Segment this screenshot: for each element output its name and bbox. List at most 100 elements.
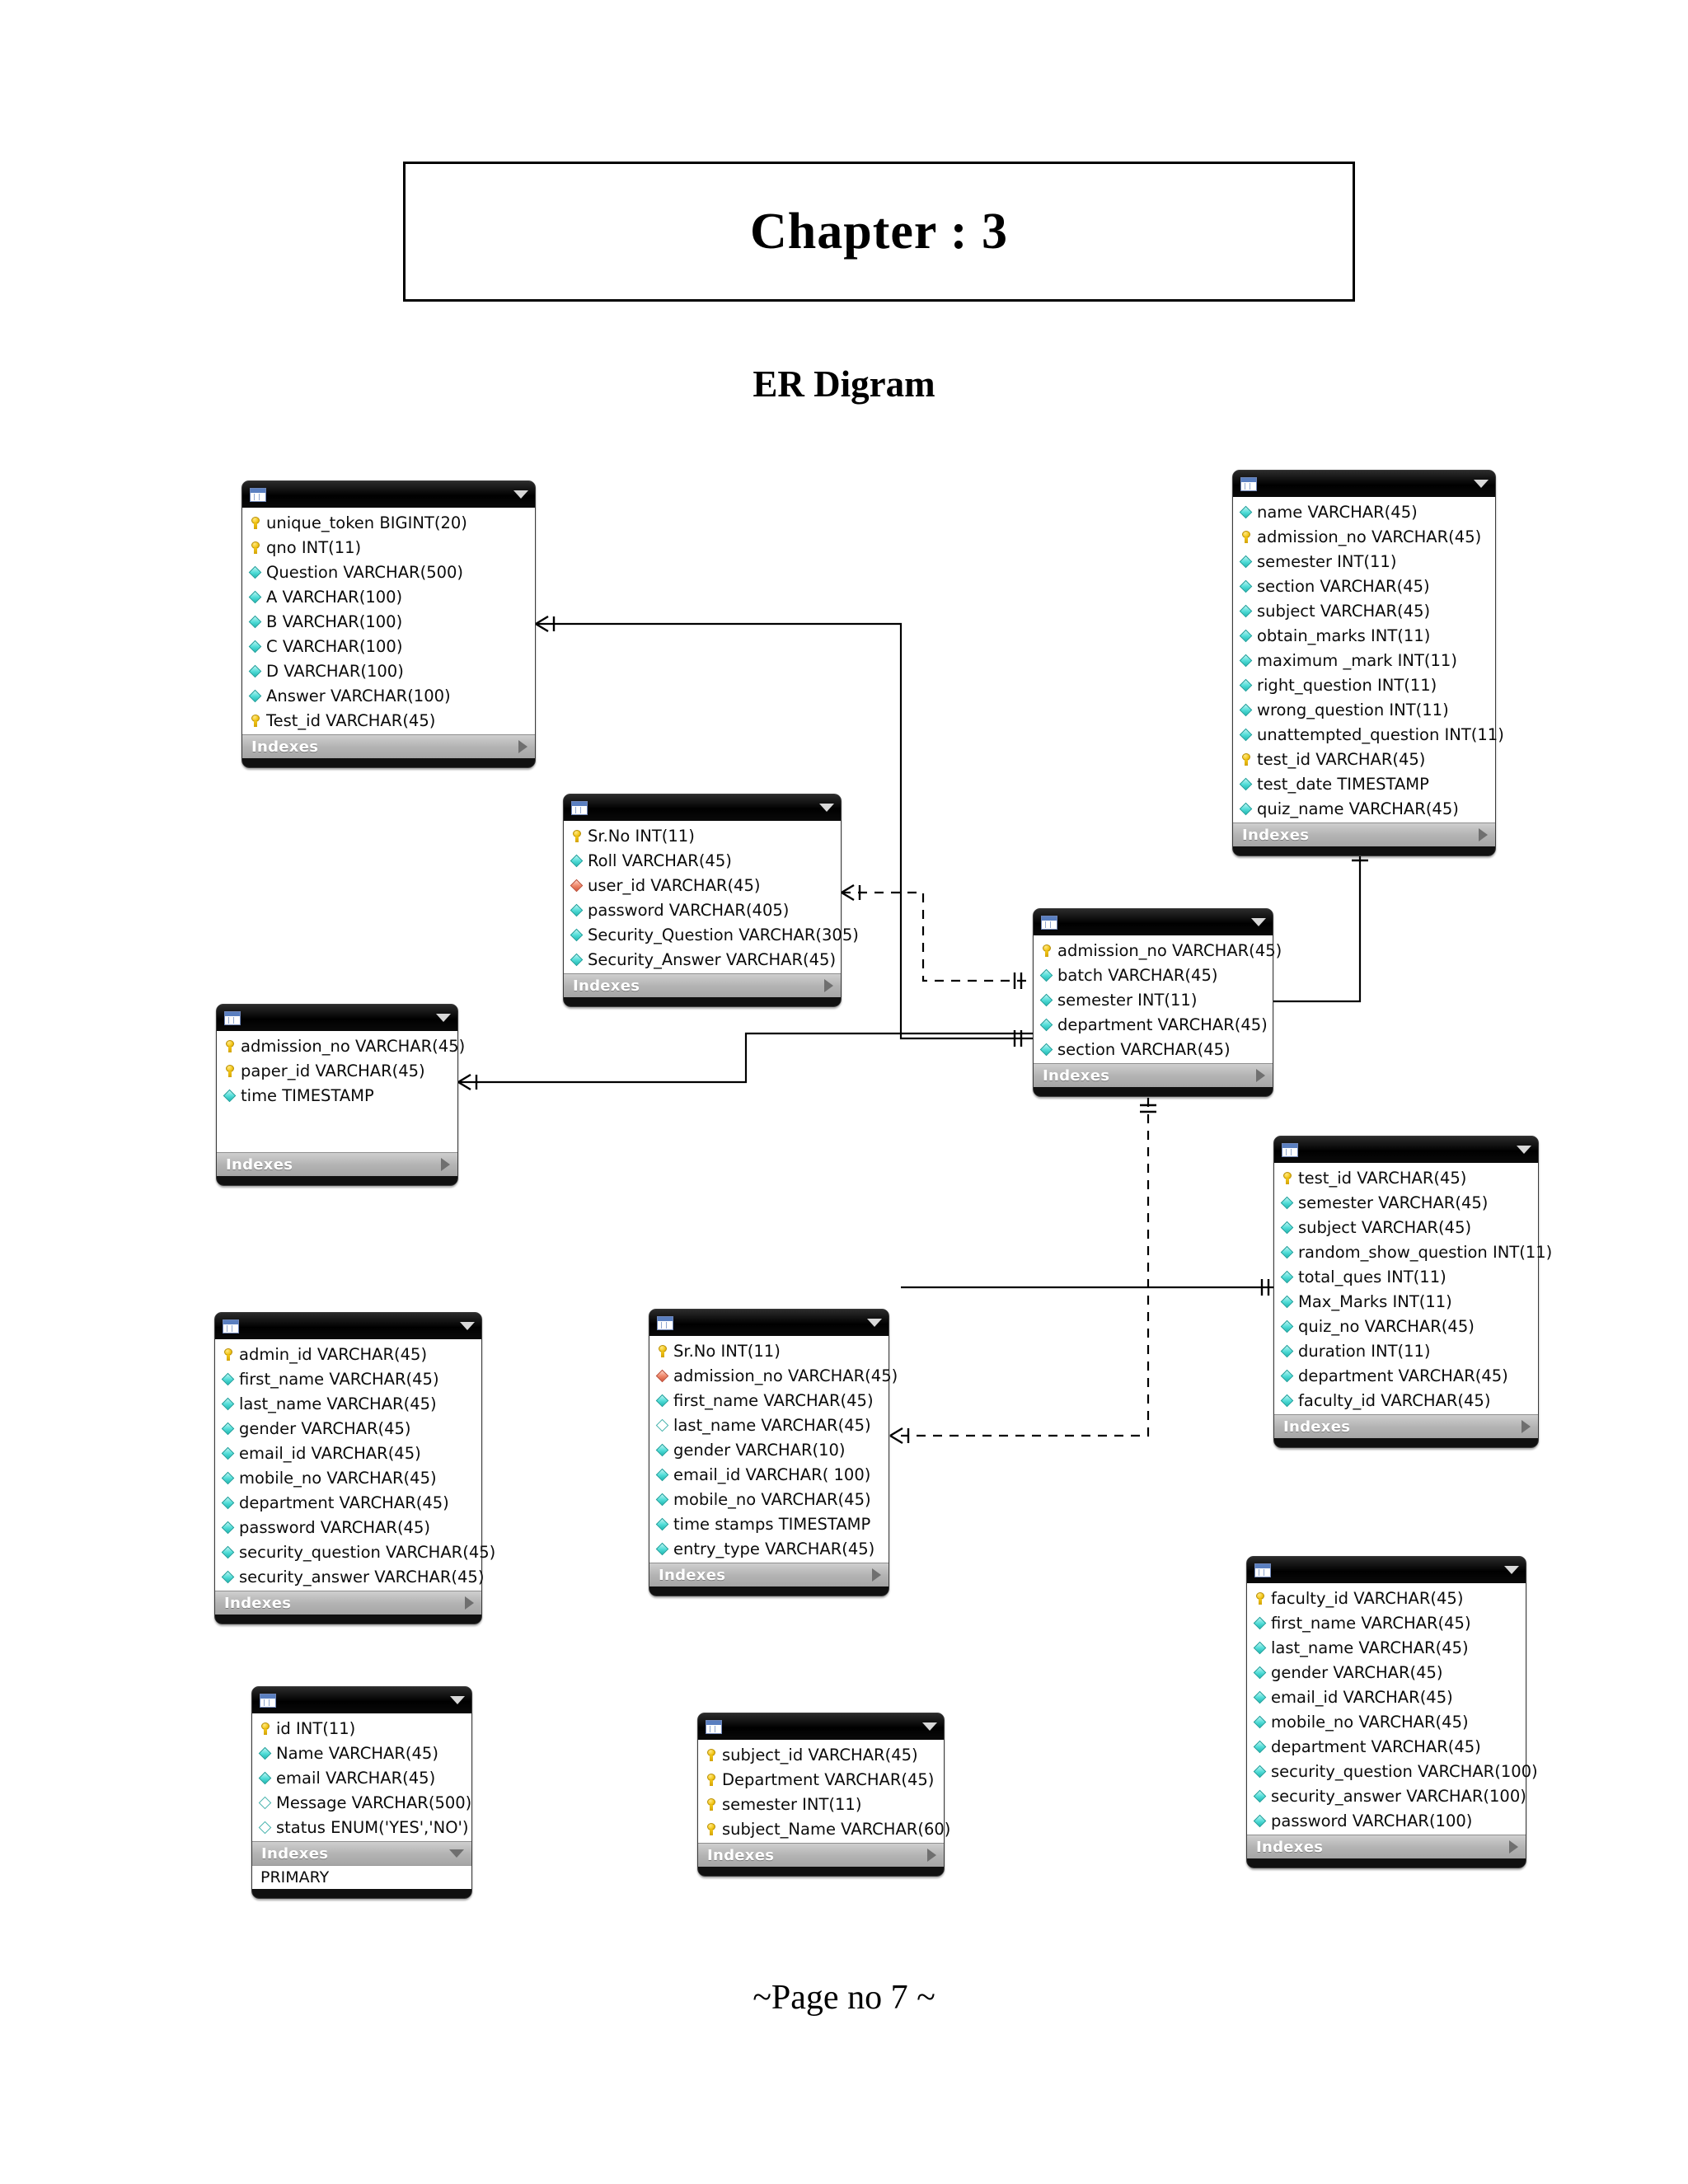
indexes-bar-subject[interactable]: Indexes <box>698 1843 944 1867</box>
chevron-right-icon[interactable] <box>824 979 833 992</box>
column-row[interactable]: user_id VARCHAR(45) <box>564 873 841 898</box>
table-card-class[interactable]: admission_no VARCHAR(45)batch VARCHAR(45… <box>1033 908 1282 1097</box>
column-row[interactable]: time stamps TIMESTAMP <box>649 1511 889 1536</box>
column-row[interactable]: Max_Marks INT(11) <box>1274 1289 1538 1314</box>
chevron-down-icon[interactable] <box>513 490 528 499</box>
column-row[interactable]: unique_token BIGINT(20) <box>242 510 535 535</box>
table-header-class[interactable] <box>1034 909 1273 935</box>
chevron-down-icon[interactable] <box>1517 1146 1531 1154</box>
column-row[interactable]: password VARCHAR(100) <box>1247 1808 1526 1833</box>
column-row[interactable]: first_name VARCHAR(45) <box>649 1388 889 1413</box>
column-row[interactable]: email_id VARCHAR(45) <box>215 1441 481 1465</box>
column-row[interactable]: last_name VARCHAR(45) <box>215 1391 481 1416</box>
table-card-subject[interactable]: subject_id VARCHAR(45)Department VARCHAR… <box>697 1713 950 1877</box>
column-row[interactable]: department VARCHAR(45) <box>1247 1734 1526 1759</box>
column-row[interactable]: test_id VARCHAR(45) <box>1233 747 1495 771</box>
chevron-right-icon[interactable] <box>1479 828 1488 841</box>
column-row[interactable]: quiz_no VARCHAR(45) <box>1274 1314 1538 1338</box>
column-row[interactable]: test_date TIMESTAMP <box>1233 771 1495 796</box>
column-row[interactable]: security_question VARCHAR(100) <box>1247 1759 1538 1783</box>
column-row[interactable]: paper_id VARCHAR(45) <box>217 1058 457 1083</box>
indexes-bar-contact[interactable]: Indexes <box>252 1841 471 1865</box>
column-row[interactable]: admission_no VARCHAR(45) <box>1233 524 1495 549</box>
table-header-contact[interactable] <box>252 1687 471 1713</box>
table-card-contact[interactable]: id INT(11)Name VARCHAR(45)email VARCHAR(… <box>251 1686 472 1899</box>
indexes-bar-paper[interactable]: Indexes <box>217 1152 457 1176</box>
column-row[interactable]: department VARCHAR(45) <box>1034 1012 1273 1037</box>
column-row[interactable]: subject VARCHAR(45) <box>1274 1215 1538 1240</box>
column-row[interactable]: Answer VARCHAR(100) <box>242 683 535 708</box>
chevron-down-icon[interactable] <box>922 1722 937 1731</box>
column-row[interactable]: wrong_question INT(11) <box>1233 697 1495 722</box>
indexes-bar-class[interactable]: Indexes <box>1034 1063 1273 1087</box>
column-row[interactable]: semester INT(11) <box>698 1792 944 1816</box>
column-row[interactable]: duration INT(11) <box>1274 1338 1538 1363</box>
indexes-bar-student[interactable]: Indexes <box>649 1563 889 1586</box>
column-row[interactable]: department VARCHAR(45) <box>215 1490 481 1515</box>
column-row[interactable]: semester INT(11) <box>1034 987 1273 1012</box>
column-row[interactable]: section VARCHAR(45) <box>1233 574 1495 598</box>
column-row[interactable]: Department VARCHAR(45) <box>698 1767 944 1792</box>
table-card-admin[interactable]: admin_id VARCHAR(45)first_name VARCHAR(4… <box>214 1312 495 1624</box>
column-row[interactable]: Message VARCHAR(500) <box>252 1790 471 1815</box>
column-row[interactable]: last_name VARCHAR(45) <box>649 1413 889 1437</box>
chevron-right-icon[interactable] <box>465 1596 474 1610</box>
indexes-bar-admin[interactable]: Indexes <box>215 1591 481 1615</box>
indexes-bar-result[interactable]: Indexes <box>1233 823 1495 846</box>
column-row[interactable]: maximum _mark INT(11) <box>1233 648 1495 673</box>
column-row[interactable]: A VARCHAR(100) <box>242 584 535 609</box>
column-row[interactable]: batch VARCHAR(45) <box>1034 963 1273 987</box>
column-row[interactable]: Security_Question VARCHAR(305) <box>564 922 859 947</box>
column-row[interactable]: section VARCHAR(45) <box>1034 1037 1273 1062</box>
column-row[interactable]: email VARCHAR(45) <box>252 1765 471 1790</box>
column-row[interactable]: mobile_no VARCHAR(45) <box>215 1465 481 1490</box>
column-row[interactable]: id INT(11) <box>252 1716 471 1741</box>
column-row[interactable]: gender VARCHAR(45) <box>215 1416 481 1441</box>
indexes-bar-question[interactable]: Indexes <box>242 734 535 758</box>
column-row[interactable]: mobile_no VARCHAR(45) <box>1247 1709 1526 1734</box>
column-row[interactable]: mobile_no VARCHAR(45) <box>649 1487 889 1511</box>
column-row[interactable]: last_name VARCHAR(45) <box>1247 1635 1526 1660</box>
table-card-result[interactable]: name VARCHAR(45)admission_no VARCHAR(45)… <box>1232 470 1504 856</box>
column-row[interactable]: first_name VARCHAR(45) <box>215 1366 481 1391</box>
table-header-student[interactable] <box>649 1310 889 1336</box>
column-row[interactable]: faculty_id VARCHAR(45) <box>1274 1388 1538 1413</box>
column-row[interactable]: time TIMESTAMP <box>217 1083 457 1108</box>
table-header-result[interactable] <box>1233 471 1495 497</box>
column-row[interactable]: name VARCHAR(45) <box>1233 499 1495 524</box>
table-header-login[interactable] <box>564 794 841 821</box>
indexes-bar-quiz[interactable]: Indexes <box>1274 1414 1538 1438</box>
chevron-down-icon[interactable] <box>450 1696 465 1704</box>
column-row[interactable]: test_id VARCHAR(45) <box>1274 1165 1538 1190</box>
table-header-subject[interactable] <box>698 1713 944 1740</box>
column-row[interactable]: Roll VARCHAR(45) <box>564 848 841 873</box>
column-row[interactable]: admission_no VARCHAR(45) <box>217 1033 465 1058</box>
column-row[interactable]: security_question VARCHAR(45) <box>215 1540 495 1564</box>
column-row[interactable]: security_answer VARCHAR(100) <box>1247 1783 1526 1808</box>
column-row[interactable]: department VARCHAR(45) <box>1274 1363 1538 1388</box>
chevron-right-icon[interactable] <box>1522 1420 1531 1433</box>
column-row[interactable]: admission_no VARCHAR(45) <box>649 1363 898 1388</box>
column-row[interactable]: semester INT(11) <box>1233 549 1495 574</box>
column-row[interactable]: entry_type VARCHAR(45) <box>649 1536 889 1561</box>
column-row[interactable]: subject_id VARCHAR(45) <box>698 1742 944 1767</box>
column-row[interactable]: password VARCHAR(405) <box>564 898 841 922</box>
column-row[interactable]: Test_id VARCHAR(45) <box>242 708 535 733</box>
chevron-right-icon[interactable] <box>441 1158 450 1171</box>
column-row[interactable]: email_id VARCHAR( 100) <box>649 1462 889 1487</box>
chevron-down-icon[interactable] <box>460 1322 475 1330</box>
indexes-bar-login[interactable]: Indexes <box>564 973 841 997</box>
column-row[interactable]: subject_Name VARCHAR(60) <box>698 1816 950 1841</box>
table-header-admin[interactable] <box>215 1313 481 1339</box>
column-row[interactable]: first_name VARCHAR(45) <box>1247 1610 1526 1635</box>
column-row[interactable]: D VARCHAR(100) <box>242 658 535 683</box>
table-card-faculty[interactable]: faculty_id VARCHAR(45)first_name VARCHAR… <box>1246 1556 1538 1868</box>
index-row-primary[interactable]: PRIMARY <box>252 1865 471 1889</box>
chevron-down-icon[interactable] <box>1474 480 1489 488</box>
column-row[interactable]: Sr.No INT(11) <box>649 1338 889 1363</box>
chevron-down-icon[interactable] <box>819 804 834 812</box>
table-header-faculty[interactable] <box>1247 1557 1526 1583</box>
column-row[interactable]: status ENUM('YES','NO') <box>252 1815 471 1840</box>
chevron-down-icon[interactable] <box>1504 1566 1519 1574</box>
chevron-down-icon[interactable] <box>436 1014 451 1022</box>
